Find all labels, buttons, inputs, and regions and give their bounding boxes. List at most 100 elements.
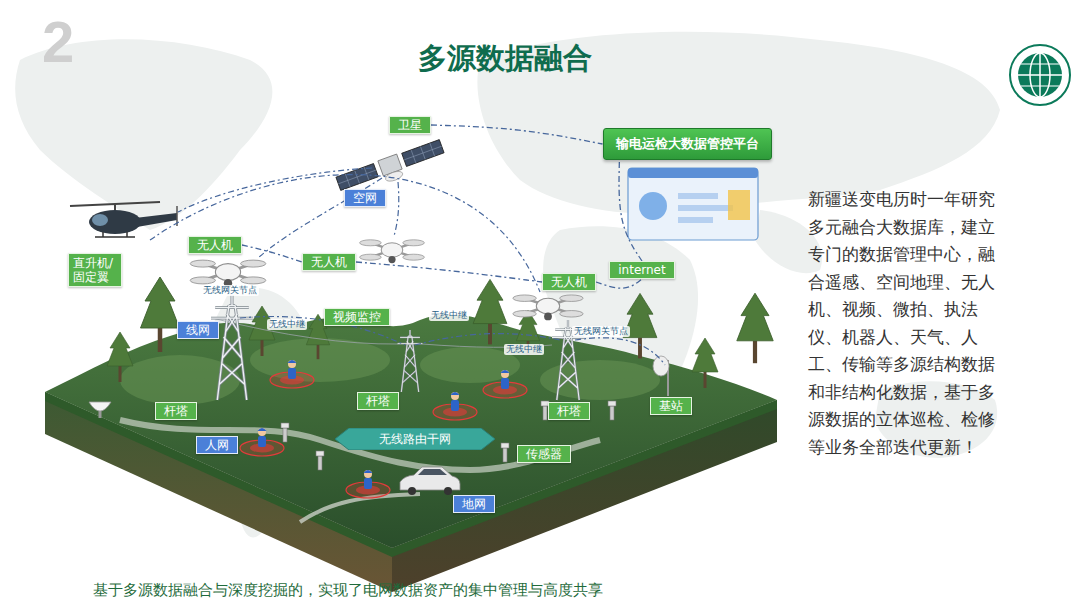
label-box: 基站	[650, 397, 692, 415]
node-text: 无人机	[311, 255, 347, 269]
label-box: 无人机	[188, 236, 242, 254]
drones	[190, 260, 266, 287]
link-note: 无线网关节点	[201, 285, 259, 296]
trees	[107, 332, 133, 382]
helicopter	[95, 232, 135, 237]
label-box: 无人机	[302, 253, 356, 271]
base-station	[653, 356, 669, 376]
workers	[270, 360, 314, 388]
terrain-block	[120, 420, 600, 470]
car	[444, 487, 452, 495]
platform-screen	[728, 190, 750, 220]
link-note: 无线网关节点	[572, 326, 630, 337]
satellite	[384, 169, 404, 183]
network-tag: 地网	[453, 495, 495, 513]
towers	[211, 295, 253, 400]
connectors	[242, 125, 642, 288]
platform-screen	[678, 217, 713, 223]
company-logo	[1030, 53, 1050, 97]
node-text: 直升机/固定翼	[73, 256, 117, 284]
car	[400, 467, 460, 495]
platform-screen	[678, 193, 718, 199]
workers	[346, 470, 390, 498]
car	[418, 469, 447, 475]
node-text: 基站	[659, 399, 683, 413]
trees	[692, 338, 718, 388]
node-text: 无人机	[197, 238, 233, 252]
radar-dish	[89, 402, 111, 418]
helicopter	[135, 213, 177, 227]
label-box: 杆塔	[548, 402, 590, 420]
wireless-link	[431, 125, 603, 144]
label-box: 传感器	[517, 445, 571, 463]
company-logo	[1010, 45, 1070, 105]
terrain-block	[45, 315, 777, 548]
link-note: 无线中继	[504, 344, 544, 355]
network-tag: 线网	[177, 321, 219, 339]
node-text: 杆塔	[164, 404, 188, 418]
node-text: 卫星	[398, 118, 422, 132]
label-box: internet	[609, 261, 674, 279]
satellite	[336, 140, 444, 191]
network-hexagon: 无线路由干网	[335, 428, 495, 450]
company-logo	[1010, 45, 1070, 105]
wireless-links	[150, 175, 540, 292]
label-box: 卫星	[389, 116, 431, 134]
link-note: 无线中继	[429, 310, 469, 321]
helicopter	[89, 210, 141, 234]
node-text: 无线路由干网	[379, 432, 451, 446]
label-box: 杆塔	[155, 402, 197, 420]
drones	[360, 240, 425, 263]
drones	[513, 295, 583, 320]
platform-screen	[628, 168, 758, 178]
towers	[398, 330, 423, 392]
terrain-block	[300, 494, 420, 522]
node-text: 空网	[353, 191, 377, 205]
trees	[737, 293, 773, 363]
platform-screen	[628, 168, 758, 240]
section-number: 2	[42, 12, 74, 72]
node-text: 杆塔	[557, 404, 581, 418]
node-text: internet	[618, 263, 665, 277]
label-box: 直升机/固定翼	[68, 253, 122, 287]
company-logo	[1021, 64, 1059, 86]
slide-title: 多源数据融合	[418, 40, 592, 76]
platform-screen	[628, 168, 758, 240]
car	[400, 467, 460, 490]
wireless-links	[394, 182, 399, 236]
wireless-link	[596, 279, 642, 288]
terrain-block	[45, 315, 777, 592]
platform-screen	[678, 205, 733, 211]
helicopter	[92, 214, 108, 226]
company-logo	[1018, 53, 1062, 97]
workers	[240, 428, 284, 456]
car	[408, 487, 416, 495]
workers	[240, 360, 527, 498]
base-station	[653, 356, 669, 396]
sensors	[316, 451, 324, 470]
slide-caption: 基于多源数据融合与深度挖掘的，实现了电网数据资产的集中管理与高度共享	[93, 580, 603, 600]
node-text: 无人机	[551, 275, 587, 289]
wireless-link	[242, 245, 302, 262]
node-text: 杆塔	[366, 394, 390, 408]
wireless-links	[575, 338, 665, 365]
label-box: 杆塔	[357, 392, 399, 410]
network-tag: 人网	[196, 436, 238, 454]
node-text: 人网	[205, 438, 229, 452]
trees	[473, 279, 507, 344]
helicopter	[70, 202, 177, 237]
sensors	[281, 423, 289, 442]
workers	[433, 392, 477, 420]
label-box: 无人机	[542, 273, 596, 291]
platform-box: 输电运检大数据管控平台	[603, 128, 772, 160]
wireless-link	[356, 262, 542, 282]
company-logo	[1018, 53, 1062, 97]
link-note: 无线中继	[267, 319, 307, 330]
platform-screen	[639, 192, 667, 220]
label-box: 视频监控	[324, 308, 390, 326]
node-text: 输电运检大数据管控平台	[616, 136, 759, 152]
sensors	[608, 401, 616, 420]
trees	[107, 277, 773, 388]
sensors	[501, 443, 509, 462]
